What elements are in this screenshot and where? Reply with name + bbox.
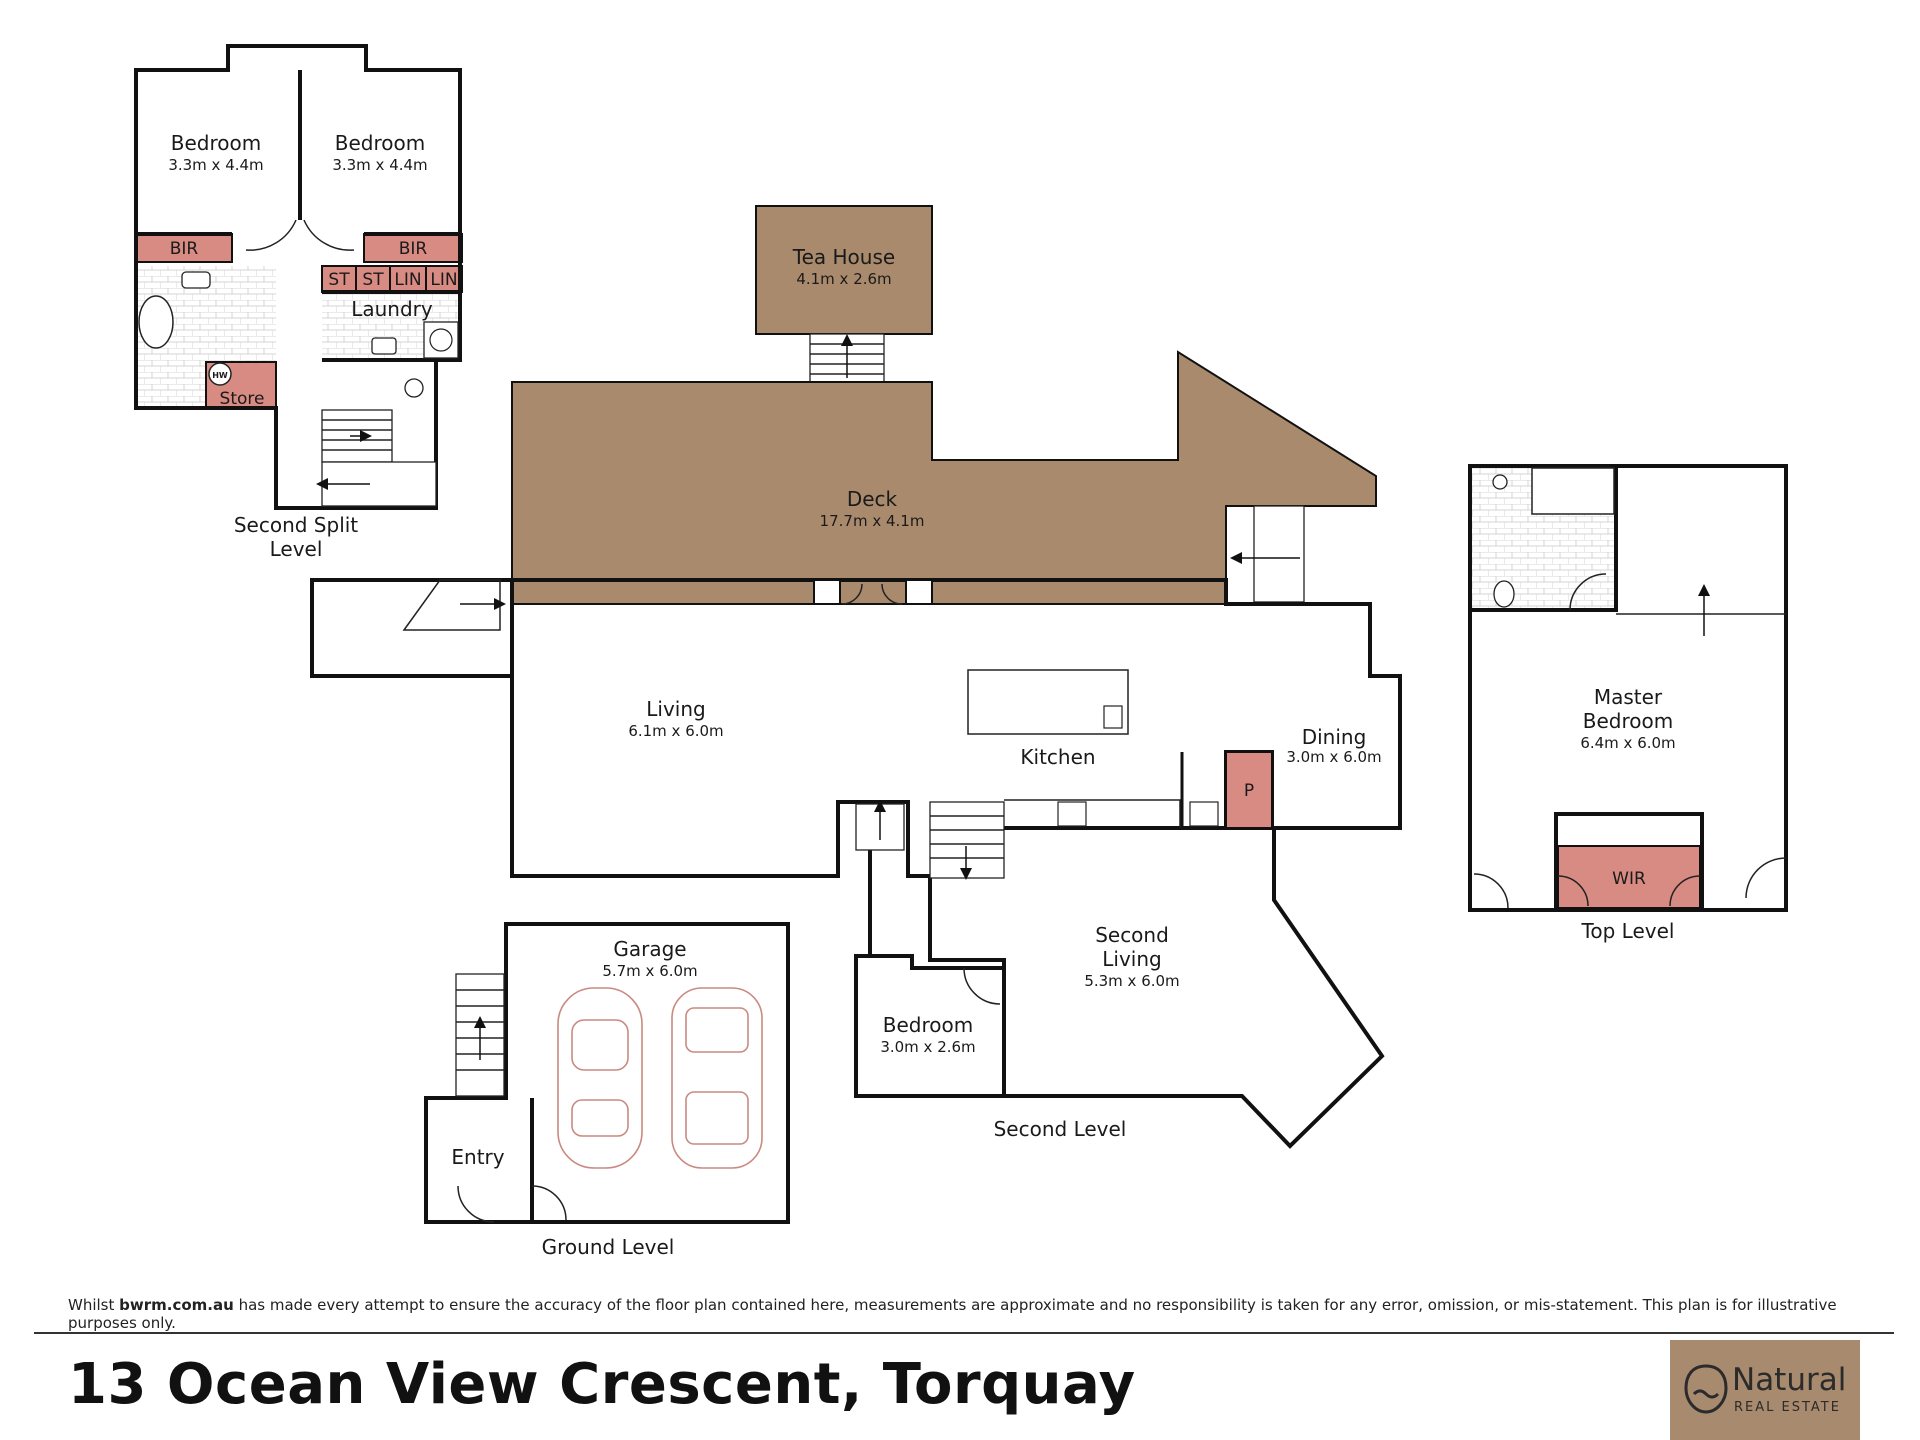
agency-logo: Natural REAL ESTATE	[1670, 1340, 1860, 1440]
st-label: ST	[328, 270, 350, 290]
room-name-store: Store	[220, 389, 265, 409]
kitchen-island	[967, 669, 1129, 735]
property-address: 13 Ocean View Crescent, Torquay	[68, 1352, 1136, 1417]
car-icon	[557, 987, 643, 1169]
walk-in-robe	[1557, 845, 1701, 909]
room-name-bedroom-right: Bedroom	[335, 131, 425, 155]
room-name-entry: Entry	[451, 1145, 504, 1169]
room-dims-bedroom-left: 3.3m x 4.4m	[168, 156, 263, 174]
room-name-bedroom-lower: Bedroom	[883, 1013, 973, 1037]
room-name-tea-house: Tea House	[792, 245, 895, 269]
lin-label: LIN	[394, 270, 421, 290]
tea-house	[755, 205, 933, 335]
ground-level: Garage 5.7m x 6.0m Entry Ground Level	[424, 922, 790, 1259]
logo-sub: REAL ESTATE	[1734, 1400, 1841, 1415]
hot-water-tag: HW	[212, 371, 228, 380]
door-swing-icon	[963, 967, 1001, 1005]
room-dims-dining: 3.0m x 6.0m	[1286, 748, 1381, 766]
room-dims-bedroom-lower: 3.0m x 2.6m	[880, 1038, 975, 1056]
door-swing-icon	[303, 219, 355, 251]
toilet-icon	[1493, 580, 1515, 608]
logo-mark-icon	[1684, 1364, 1728, 1414]
room-dims-garage: 5.7m x 6.0m	[602, 962, 697, 980]
divider	[34, 1332, 1894, 1334]
door-swing-icon	[1569, 573, 1607, 611]
bir-left-label: BIR	[170, 239, 199, 259]
room-name-bedroom-left: Bedroom	[171, 131, 261, 155]
room-name-second-living: Second	[1095, 923, 1169, 947]
sink-icon	[1103, 705, 1123, 729]
room-dims-bedroom-right: 3.3m x 4.4m	[332, 156, 427, 174]
room-name-deck: Deck	[847, 487, 898, 511]
door-swing-icon	[457, 1185, 567, 1223]
room-name-garage: Garage	[613, 937, 686, 961]
floor-plan: HW Bedroom 3.3m x 4.4m Bedroom 3.3m x 4.…	[134, 44, 1788, 1259]
door-swing-icon	[1473, 857, 1787, 909]
sink-icon	[181, 271, 211, 289]
st-label: ST	[362, 270, 384, 290]
room-dims-living: 6.1m x 6.0m	[628, 722, 723, 740]
logo-word: Natural	[1732, 1362, 1847, 1398]
room-dims-second-living: 5.3m x 6.0m	[1084, 972, 1179, 990]
car-icon	[671, 987, 763, 1169]
door-swing-icon	[245, 219, 297, 251]
second-split-level: HW Bedroom 3.3m x 4.4m Bedroom 3.3m x 4.…	[134, 44, 463, 561]
level-label-second-split: Second Split	[234, 513, 358, 537]
site-link[interactable]: bwrm.com.au	[119, 1296, 234, 1314]
sink-icon	[1492, 474, 1508, 490]
bir-right-label: BIR	[399, 239, 428, 259]
toilet-icon	[404, 378, 424, 398]
level-label-second: Second Level	[994, 1117, 1127, 1141]
room-name-second-living: Living	[1102, 947, 1161, 971]
deck	[511, 350, 1377, 605]
level-label-ground: Ground Level	[542, 1235, 675, 1259]
lin-label: LIN	[430, 270, 457, 290]
room-name-dining: Dining	[1302, 725, 1367, 749]
bath-icon	[138, 295, 174, 349]
pantry	[1225, 751, 1273, 829]
door-swing-icon	[841, 583, 903, 605]
level-label-top: Top Level	[1581, 919, 1675, 943]
sink-icon	[371, 337, 397, 355]
room-name-living: Living	[646, 697, 705, 721]
top-level: Master Bedroom 6.4m x 6.0m WIR Top Level	[1468, 464, 1788, 943]
wir-label: WIR	[1612, 869, 1646, 889]
second-level: Living 6.1m x 6.0m Kitchen Dining 3.0m x…	[310, 578, 1402, 1149]
room-name-laundry: Laundry	[351, 297, 433, 321]
level-label-second-split: Level	[270, 537, 323, 561]
room-dims-tea-house: 4.1m x 2.6m	[796, 270, 891, 288]
room-name-master-bedroom: Master	[1594, 685, 1663, 709]
room-dims-deck: 17.7m x 4.1m	[820, 512, 925, 530]
room-dims-master-bedroom: 6.4m x 6.0m	[1580, 734, 1675, 752]
disclaimer: Whilst bwrm.com.au has made every attemp…	[68, 1296, 1837, 1332]
door-swing-icon	[1557, 875, 1701, 907]
room-name-kitchen: Kitchen	[1020, 745, 1095, 769]
room-name-master-bedroom: Bedroom	[1583, 709, 1673, 733]
pantry-label: P	[1244, 781, 1254, 801]
deck-area: Tea House 4.1m x 2.6m Deck 17.7m x 4.1m	[511, 205, 1377, 605]
